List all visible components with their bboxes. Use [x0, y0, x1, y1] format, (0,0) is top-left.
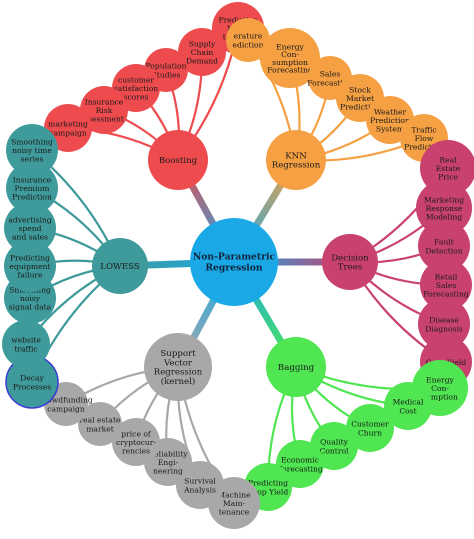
leaf-circle — [420, 259, 472, 311]
branch-circle — [266, 337, 326, 397]
branch-node-lowess[interactable]: LOWESS — [92, 238, 148, 294]
branch-circle — [148, 130, 208, 190]
leaf-circle — [6, 162, 58, 214]
leaf-circle — [260, 28, 320, 88]
leaf-circle — [112, 418, 160, 466]
leaf-circle — [384, 382, 432, 430]
branch-circle — [266, 130, 326, 190]
leaf-circle — [420, 140, 474, 196]
leaf-circle — [2, 320, 50, 368]
branch-circle — [144, 333, 212, 401]
leaf-circle — [418, 220, 470, 272]
branch-label: Bagging — [278, 363, 315, 373]
leaf-circle — [78, 402, 122, 446]
branch-circle — [92, 238, 148, 294]
branch-label: LOWESS — [100, 262, 140, 272]
leaf-circle — [346, 404, 394, 452]
leaf-circle — [226, 18, 270, 62]
leaf-circle — [6, 124, 58, 176]
leaf-circle — [4, 240, 56, 292]
center-circle — [190, 218, 278, 306]
branch-node-bagging[interactable]: Bagging — [266, 337, 326, 397]
leaf-circle — [4, 202, 56, 254]
leaf-circle — [416, 180, 472, 236]
leaf-circle — [178, 28, 226, 76]
branch-circle — [322, 234, 378, 290]
leaf-circle — [418, 298, 470, 350]
node-layer: PredictiveMain-tenanceSupplyChainDemandP… — [2, 2, 474, 529]
branch-label: Boosting — [159, 156, 198, 166]
branch-node-boosting[interactable]: Boosting — [148, 130, 208, 190]
leaf-circle — [80, 86, 128, 134]
